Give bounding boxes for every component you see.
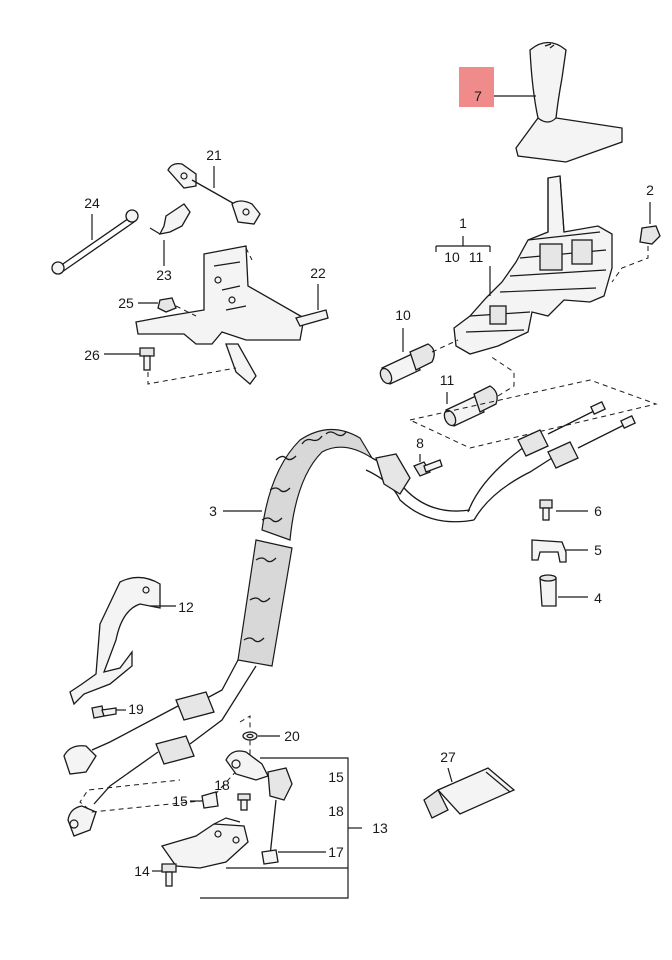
part-15-sleeve (201, 791, 219, 809)
part-2-nut (639, 225, 661, 245)
part-27-grease-tube (423, 767, 516, 819)
part-1-shift-housing (453, 175, 613, 355)
label-15a: 15 (172, 793, 188, 809)
label-14: 14 (134, 863, 150, 879)
label-4: 4 (594, 590, 602, 606)
label-20: 20 (284, 728, 300, 744)
label-6: 6 (594, 503, 602, 519)
label-18a: 18 (214, 777, 230, 793)
part-21-link-rod (167, 162, 261, 225)
part-8-bolt (413, 459, 443, 477)
part-4-sleeve (539, 574, 557, 607)
part-24-rod (51, 209, 139, 275)
part-6-bolt (539, 499, 553, 521)
label-27: 27 (440, 749, 456, 765)
label-3: 3 (209, 503, 217, 519)
part-10-bushing (379, 343, 435, 385)
part-26-bolt (139, 347, 155, 371)
part-13-linkage-assembly (160, 750, 293, 869)
label-19: 19 (128, 701, 144, 717)
cable-ends-outline (408, 379, 658, 449)
label-11: 11 (440, 372, 455, 388)
part-23-clip (149, 203, 191, 235)
part-5-clip (531, 539, 567, 563)
highlight-box-7 (459, 67, 494, 107)
label-2: 2 (646, 182, 654, 198)
part-25-nut (157, 297, 177, 313)
label-26: 26 (84, 347, 100, 363)
label-13: 13 (372, 820, 388, 836)
label-15b: 15 (328, 769, 344, 785)
label-22: 22 (310, 265, 326, 281)
label-11-bracket: 11 (469, 249, 484, 265)
part-19-bolt (91, 705, 117, 719)
label-21: 21 (206, 147, 222, 163)
part-18-bolt (237, 793, 251, 811)
label-8: 8 (416, 435, 424, 451)
part-3-shift-cables (63, 400, 636, 837)
label-12: 12 (178, 599, 194, 615)
label-18b: 18 (328, 803, 344, 819)
part-11-bushing (443, 385, 498, 427)
label-25: 25 (118, 295, 134, 311)
label-10-bracket: 10 (444, 249, 460, 265)
label-1: 1 (459, 215, 467, 231)
label-24: 24 (84, 195, 100, 211)
label-5: 5 (594, 542, 602, 558)
part-12-bracket (69, 576, 161, 706)
label-7: 7 (474, 88, 482, 104)
part-22-bracket (135, 245, 329, 385)
part-7-shift-knob (515, 41, 623, 163)
label-17: 17 (328, 844, 344, 860)
part-20-washer (242, 731, 258, 741)
part-14-bolt (161, 863, 177, 887)
label-23: 23 (156, 267, 172, 283)
label-10: 10 (395, 307, 411, 323)
